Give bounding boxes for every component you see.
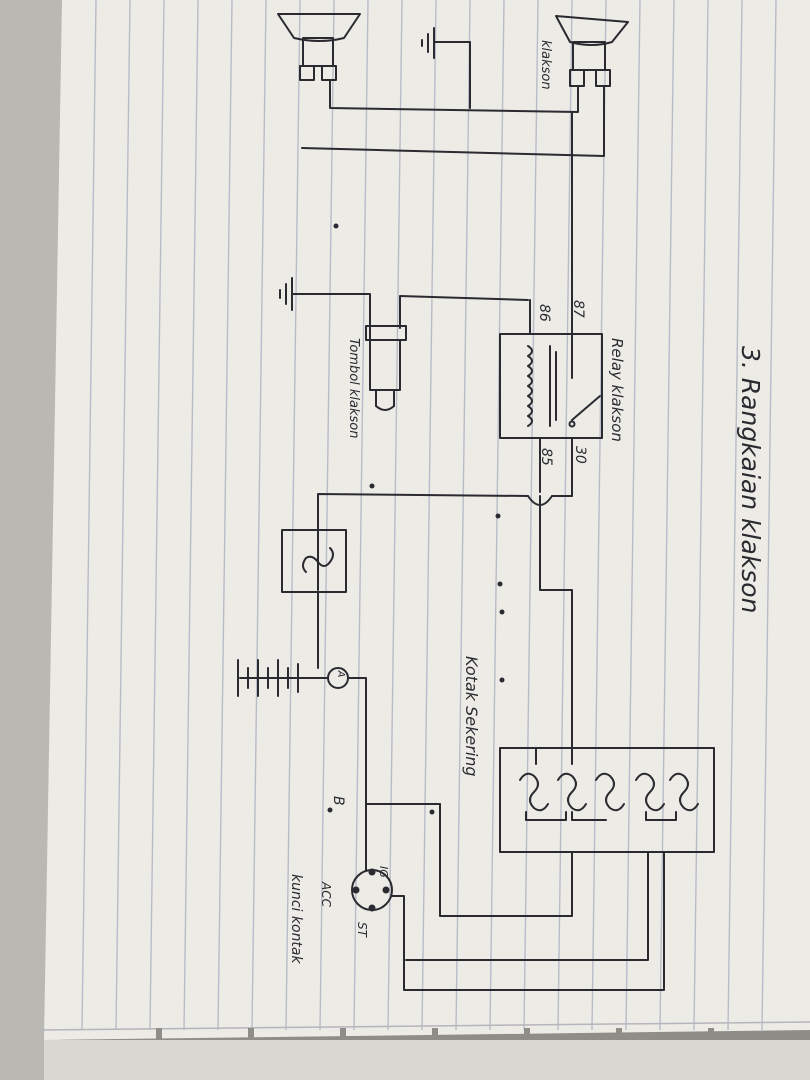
ruled-lines: [81, 0, 777, 1031]
ruled-line: [421, 0, 437, 1031]
horn-relay-box: [499, 333, 603, 439]
key-pin-st: ST: [355, 922, 369, 939]
horn-left-icon: [277, 13, 361, 81]
binding-hole: [432, 1028, 438, 1040]
ruled-line: [387, 0, 403, 1031]
relay-pin-87: 87: [570, 300, 586, 318]
binding-hole: [524, 1028, 530, 1040]
ruled-line: [591, 0, 607, 1031]
relay-pin-86: 86: [536, 304, 552, 322]
fuse-box-label: Kotak Sekering: [462, 656, 481, 777]
dotted-connection-marks: [327, 223, 505, 815]
ruled-line: [285, 0, 301, 1031]
binding-hole: [616, 1028, 622, 1040]
binding-hole: [156, 1028, 162, 1040]
relay-pin-85: 85: [538, 448, 554, 466]
binding-hole: [248, 1028, 254, 1040]
ground-symbol-button: [279, 277, 293, 311]
horn-button-icon: [365, 299, 407, 411]
ruled-line: [693, 0, 709, 1031]
ruled-line: [217, 0, 233, 1031]
circuit-wires: [237, 13, 715, 991]
ruled-line: [353, 0, 369, 1031]
binding-hole: [340, 1028, 346, 1040]
ammeter-label: A: [335, 670, 346, 678]
next-page-strip: [44, 1040, 810, 1080]
ruled-line: [659, 0, 675, 1031]
relay-label: Relay klakson: [608, 338, 626, 442]
main-fuse-icon: [281, 509, 347, 593]
ruled-line: [81, 0, 97, 1031]
key-pin-acc: ACC: [319, 881, 333, 908]
ruled-line: [557, 0, 573, 1031]
horn-label: klakson: [538, 40, 553, 90]
binding-hole: [708, 1028, 714, 1040]
ruled-line: [625, 0, 641, 1031]
ruled-line: [319, 0, 335, 1031]
ruled-line: [727, 0, 743, 1031]
battery-symbol: [237, 659, 299, 697]
horn-button-label: Tombol klakson: [346, 338, 361, 439]
ignition-key-label: kunci kontak: [288, 874, 304, 965]
battery-terminal-label: B: [330, 796, 346, 806]
ruled-line: [115, 0, 131, 1031]
binding-holes: [156, 1028, 714, 1040]
ground-symbol-horns: [421, 27, 435, 59]
ruled-line: [455, 0, 471, 1031]
relay-pin-30: 30: [572, 446, 588, 464]
ruled-line: [523, 0, 539, 1031]
ruled-line: [251, 0, 267, 1031]
ruled-line: [761, 0, 777, 1031]
paper-sheet: [44, 0, 810, 1040]
fuse-box: [499, 747, 715, 853]
ignition-key-icon: [351, 803, 393, 912]
diagram-title: 3. Rangkaian klakson: [736, 346, 765, 613]
key-pin-ig: IG: [377, 866, 390, 878]
ruled-line: [149, 0, 165, 1031]
bottom-margin-line: [39, 1021, 810, 1031]
ruled-line: [183, 0, 199, 1031]
